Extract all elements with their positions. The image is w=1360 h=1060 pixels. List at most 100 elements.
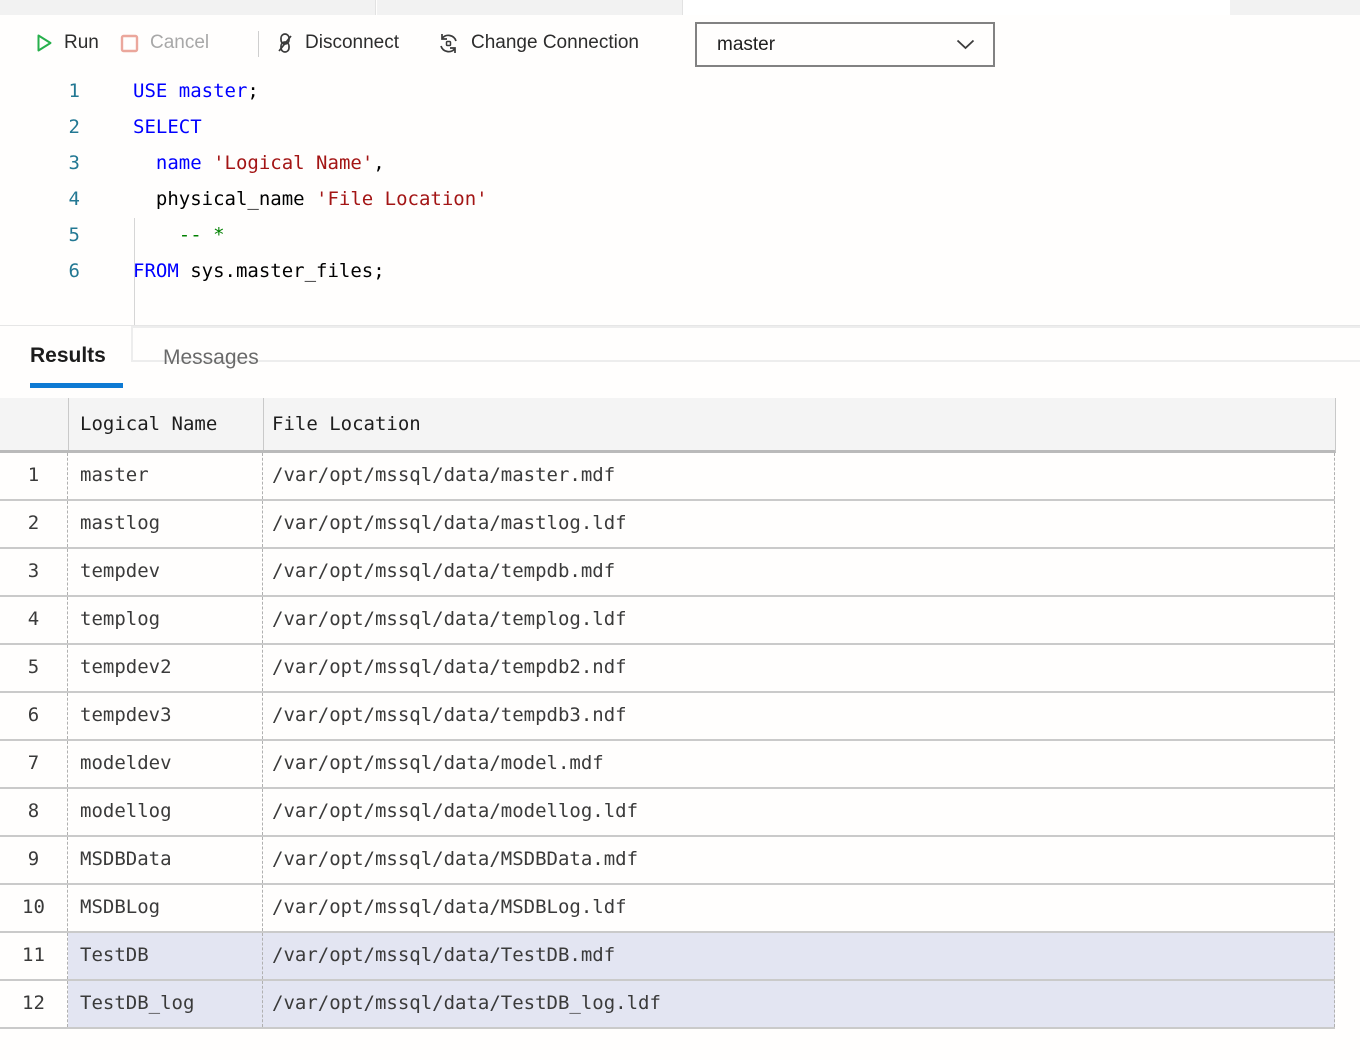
active-tab-underline [30, 383, 123, 388]
broken-link-icon [276, 31, 294, 55]
logical-name-cell[interactable]: tempdev [68, 549, 263, 595]
stop-square-icon [120, 34, 139, 53]
disconnect-label: Disconnect [305, 32, 399, 53]
change-connection-label: Change Connection [471, 32, 639, 53]
editor-tab[interactable] [0, 0, 376, 15]
logical-name-cell[interactable]: master [68, 453, 263, 499]
line-number: 4 [68, 188, 80, 210]
column-divider[interactable] [263, 398, 264, 450]
file-location-cell[interactable]: /var/opt/mssql/data/TestDB.mdf [263, 933, 1335, 979]
line-number: 1 [68, 80, 80, 102]
code-text: SELECT [133, 116, 202, 138]
query-toolbar: Run Cancel Disconnect [0, 15, 1360, 75]
row-number-cell[interactable]: 12 [0, 981, 68, 1027]
change-connection-button[interactable]: Change Connection [437, 23, 639, 63]
row-number-cell[interactable]: 3 [0, 549, 68, 595]
row-number-cell[interactable]: 4 [0, 597, 68, 643]
panel-divider [0, 325, 1360, 326]
code-line[interactable]: 3 name 'Logical Name', [0, 145, 1360, 181]
file-location-cell[interactable]: /var/opt/mssql/data/MSDBData.mdf [263, 837, 1335, 883]
row-number-cell[interactable]: 6 [0, 693, 68, 739]
column-divider[interactable] [68, 398, 69, 450]
code-line[interactable]: 1 USE master; [0, 73, 1360, 109]
play-icon [36, 33, 53, 53]
run-label: Run [64, 32, 99, 53]
code-line[interactable]: 6 FROM sys.master_files; [0, 253, 1360, 289]
row-number-cell[interactable]: 9 [0, 837, 68, 883]
file-location-cell[interactable]: /var/opt/mssql/data/tempdb3.ndf [263, 693, 1335, 739]
code-line[interactable]: 2 SELECT [0, 109, 1360, 145]
row-number-cell[interactable]: 7 [0, 741, 68, 787]
logical-name-cell[interactable]: templog [68, 597, 263, 643]
logical-name-cell[interactable]: TestDB [68, 933, 263, 979]
file-location-cell[interactable]: /var/opt/mssql/data/model.mdf [263, 741, 1335, 787]
file-location-cell[interactable]: /var/opt/mssql/data/tempdb.mdf [263, 549, 1335, 595]
line-number: 5 [68, 224, 80, 246]
file-location-cell[interactable]: /var/opt/mssql/data/templog.ldf [263, 597, 1335, 643]
file-location-cell[interactable]: /var/opt/mssql/data/TestDB_log.ldf [263, 981, 1335, 1027]
file-location-cell[interactable]: /var/opt/mssql/data/mastlog.ldf [263, 501, 1335, 547]
logical-name-cell[interactable]: tempdev2 [68, 645, 263, 691]
database-dropdown-value: master [717, 33, 776, 55]
cancel-button[interactable]: Cancel [120, 23, 209, 63]
code-lines: 1 USE master; 2 SELECT 3 name 'Logical Name'… [0, 73, 1360, 289]
column-header-file-location[interactable]: File Location [272, 413, 421, 435]
row-number-cell[interactable]: 10 [0, 885, 68, 931]
column-header-logical-name[interactable]: Logical Name [80, 413, 218, 435]
file-location-cell[interactable]: /var/opt/mssql/data/MSDBLog.ldf [263, 885, 1335, 931]
file-location-cell[interactable]: /var/opt/mssql/data/master.mdf [263, 453, 1335, 499]
code-text: physical_name 'File Location' [133, 188, 488, 210]
tab-messages[interactable]: Messages [163, 346, 259, 369]
editor-tab-active[interactable] [683, 0, 1230, 15]
logical-name-cell[interactable]: TestDB_log [68, 981, 263, 1027]
logical-name-cell[interactable]: modellog [68, 789, 263, 835]
logical-name-cell[interactable]: modeldev [68, 741, 263, 787]
row-number-cell[interactable]: 5 [0, 645, 68, 691]
logical-name-cell[interactable]: MSDBData [68, 837, 263, 883]
logical-name-cell[interactable]: mastlog [68, 501, 263, 547]
circular-arrows-icon [437, 32, 460, 55]
file-location-cell[interactable]: /var/opt/mssql/data/modellog.ldf [263, 789, 1335, 835]
sql-editor[interactable]: 1 USE master; 2 SELECT 3 name 'Logical Name'… [0, 73, 1360, 362]
line-number: 6 [68, 260, 80, 282]
code-text: FROM sys.master_files; [133, 260, 385, 282]
code-line[interactable]: 5 -- * [0, 217, 1360, 253]
code-line[interactable]: 4 physical_name 'File Location' [0, 181, 1360, 217]
editor-tab-strip [0, 0, 1360, 15]
run-button[interactable]: Run [36, 23, 99, 63]
logical-name-cell[interactable]: tempdev3 [68, 693, 263, 739]
code-text: USE master; [133, 80, 259, 102]
row-number-cell[interactable]: 1 [0, 453, 68, 499]
tab-results[interactable]: Results [30, 344, 106, 367]
logical-name-cell[interactable]: MSDBLog [68, 885, 263, 931]
cancel-label: Cancel [150, 32, 210, 53]
indent-guide [134, 218, 135, 326]
chevron-down-icon [956, 39, 975, 50]
disconnect-button[interactable]: Disconnect [276, 23, 399, 63]
line-number: 3 [68, 152, 80, 174]
code-text: -- * [178, 224, 225, 246]
row-number-cell[interactable]: 11 [0, 933, 68, 979]
editor-tab[interactable] [1230, 0, 1360, 15]
line-number: 2 [68, 116, 80, 138]
row-number-cell[interactable]: 8 [0, 789, 68, 835]
code-text: name 'Logical Name', [155, 152, 385, 174]
database-dropdown[interactable]: master [695, 22, 995, 67]
editor-tab[interactable] [377, 0, 683, 15]
file-location-cell[interactable]: /var/opt/mssql/data/tempdb2.ndf [263, 645, 1335, 691]
toolbar-divider [258, 31, 259, 57]
row-number-cell[interactable]: 2 [0, 501, 68, 547]
